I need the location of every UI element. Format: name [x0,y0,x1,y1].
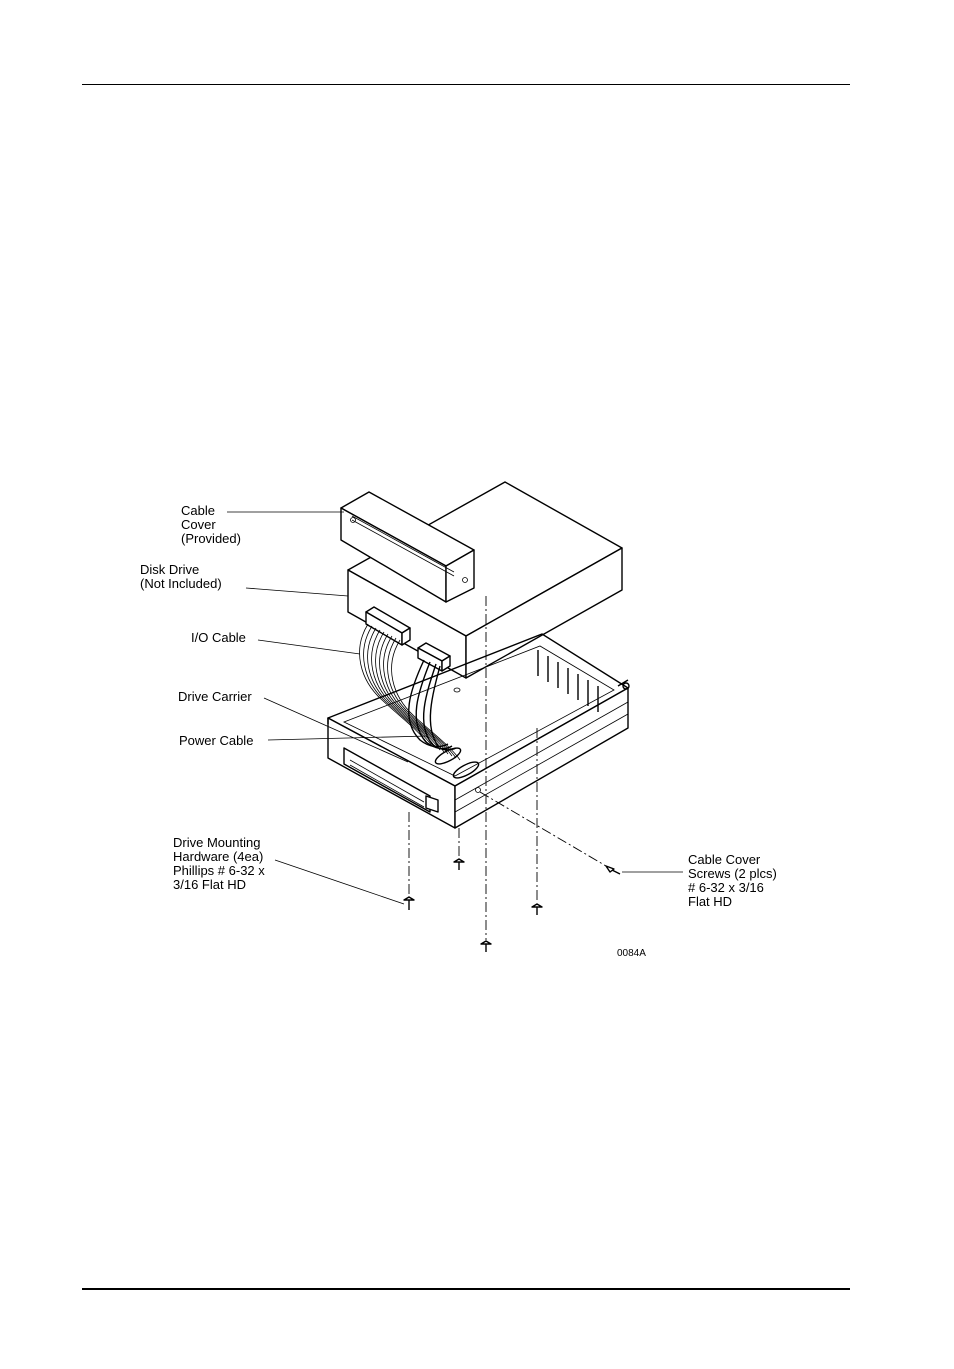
callout-cable-cover-screws: Cable Cover Screws (2 plcs) # 6-32 x 3/1… [688,853,777,909]
callout-drive-carrier: Drive Carrier [178,690,252,704]
mounting-screw-1-icon [404,897,414,910]
mounting-screw-3-icon [481,941,491,952]
callout-io-cable: I/O Cable [191,631,246,645]
cable-cover-screw-icon [606,866,620,874]
mounting-screw-2-icon [454,859,464,870]
callout-disk-drive: Disk Drive (Not Included) [140,563,222,591]
callout-mounting-hardware: Drive Mounting Hardware (4ea) Phillips #… [173,836,265,892]
callout-cable-cover: Cable Cover (Provided) [181,504,241,546]
mounting-screw-4-icon [532,904,542,915]
footer-rule [82,1288,850,1290]
figure-id: 0084A [617,947,646,961]
callout-power-cable: Power Cable [179,734,253,748]
